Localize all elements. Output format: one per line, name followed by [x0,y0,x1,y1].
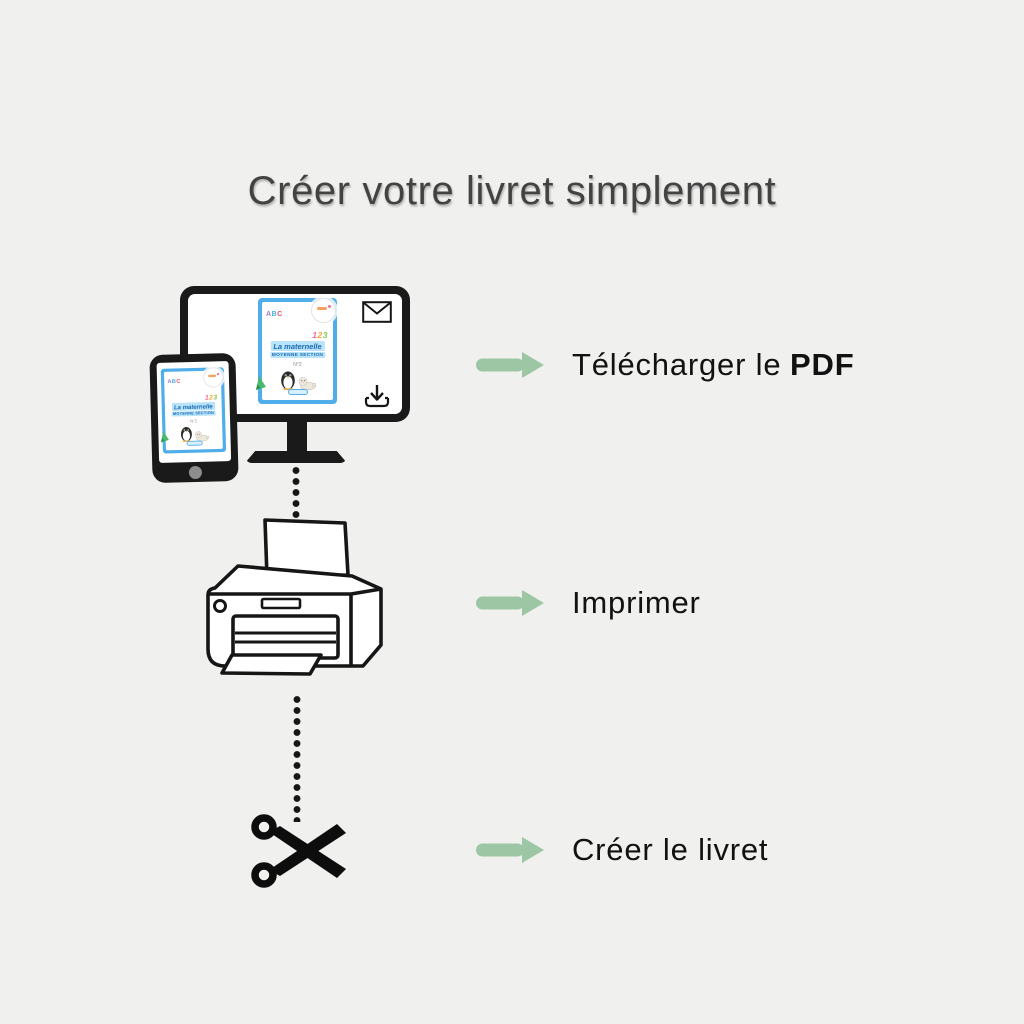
step-print: Imprimer [476,577,701,629]
booklet-cover: ABC 123 La maternelle MOYENNE SECTION N°… [160,367,227,454]
tablet-home-button [188,465,203,480]
arrow-right-icon [476,352,544,378]
step-assemble: Créer le livret [476,824,768,876]
cover-button-pill [287,389,308,395]
dotted-connector [293,694,301,822]
cover-logo-cloud [203,367,224,388]
seal-illustration [298,377,316,390]
monitor-screen: ABC 123 La maternelle MOYENNE SECTION N°… [188,294,402,414]
pencil-illustration [256,376,266,390]
booklet-cover: ABC 123 La maternelle MOYENNE SECTION N°… [256,298,337,404]
seal-illustration [194,431,209,442]
tablet-screen: ABC 123 La maternelle MOYENNE SECTION N°… [156,361,232,463]
step-label: Imprimer [572,585,701,620]
cover-123-numbers: 123 [312,330,328,340]
step-label: Créer le livret [572,832,769,867]
arrow-right-icon [476,590,544,616]
page-title: Créer votre livret simplement [247,168,777,213]
cover-series-title: La maternelle [270,341,325,351]
cover-characters [262,369,333,390]
monitor: ABC 123 La maternelle MOYENNE SECTION N°… [180,286,410,422]
cover-level-title: MOYENNE SECTION [269,352,326,358]
scissors-icon [251,814,346,888]
printer-icon [206,518,383,676]
arrow-right-icon [476,837,544,863]
cover-button-pill [186,440,203,446]
monitor-stand-neck [287,420,307,452]
mail-icon [362,301,392,323]
tablet: ABC 123 La maternelle MOYENNE SECTION N°… [149,352,239,484]
cover-abc-letters: ABC [266,311,283,318]
dotted-connector [292,465,300,525]
penguin-illustration [180,427,192,442]
download-icon [364,385,390,408]
cover-issue-number: N°2 [293,362,302,368]
penguin-illustration [280,371,295,390]
cover-logo-cloud [311,298,336,323]
pencil-illustration [161,431,169,443]
monitor-stand-base [245,451,347,463]
